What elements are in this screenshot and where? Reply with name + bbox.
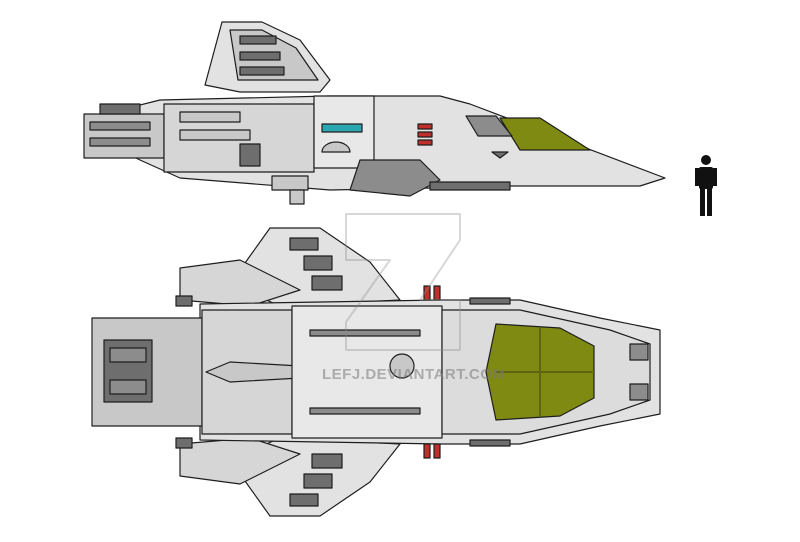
wing-vent bbox=[311, 453, 343, 469]
hull-panel bbox=[179, 129, 251, 141]
sensor-strip bbox=[321, 123, 363, 133]
center-module-top bbox=[291, 305, 443, 439]
nozzle-vent bbox=[109, 379, 147, 395]
wing-vent bbox=[289, 237, 319, 251]
hull-seam bbox=[309, 329, 421, 337]
nose-sensor bbox=[629, 343, 649, 361]
wing-vent bbox=[303, 473, 333, 489]
watermark-logo bbox=[345, 213, 461, 351]
wing-strut-lower bbox=[179, 437, 301, 485]
missile-rack-top bbox=[423, 285, 441, 459]
engine-block-side bbox=[83, 113, 165, 159]
watermark-text: LEFJ.DEVIANTART.COM bbox=[322, 366, 506, 383]
nozzle-vent bbox=[109, 347, 147, 363]
nose-sensor bbox=[629, 383, 649, 401]
cockpit-dome bbox=[321, 141, 351, 153]
ship-top-view bbox=[91, 227, 661, 517]
engine-vent bbox=[89, 137, 151, 147]
belly-rail bbox=[429, 181, 511, 191]
missile-rack-side bbox=[417, 123, 433, 146]
canopy-side bbox=[499, 117, 591, 151]
landing-gear-side bbox=[271, 175, 309, 205]
engine-vent bbox=[89, 121, 151, 131]
fin-vent bbox=[239, 66, 285, 76]
wing-strut-upper bbox=[179, 259, 301, 307]
canopy-frame bbox=[465, 115, 513, 137]
engine-intake bbox=[99, 103, 141, 115]
gun-rail bbox=[469, 439, 511, 447]
turret-ring bbox=[389, 353, 415, 379]
wing-vent bbox=[311, 275, 343, 291]
fin-vent bbox=[239, 35, 277, 45]
marker-icon bbox=[491, 151, 509, 159]
wing-vent bbox=[303, 255, 333, 271]
ship-side-view bbox=[83, 21, 666, 205]
wing-vent bbox=[289, 493, 319, 507]
fin-vent bbox=[239, 51, 281, 61]
hull-panel bbox=[179, 111, 241, 123]
underside-wedge bbox=[349, 159, 441, 197]
hull-seam bbox=[309, 407, 421, 415]
thruster-port bbox=[175, 437, 193, 449]
thruster-port bbox=[175, 295, 193, 307]
gun-rail bbox=[469, 297, 511, 305]
hull-hatch bbox=[239, 143, 261, 167]
human-scale-figure bbox=[695, 155, 717, 216]
